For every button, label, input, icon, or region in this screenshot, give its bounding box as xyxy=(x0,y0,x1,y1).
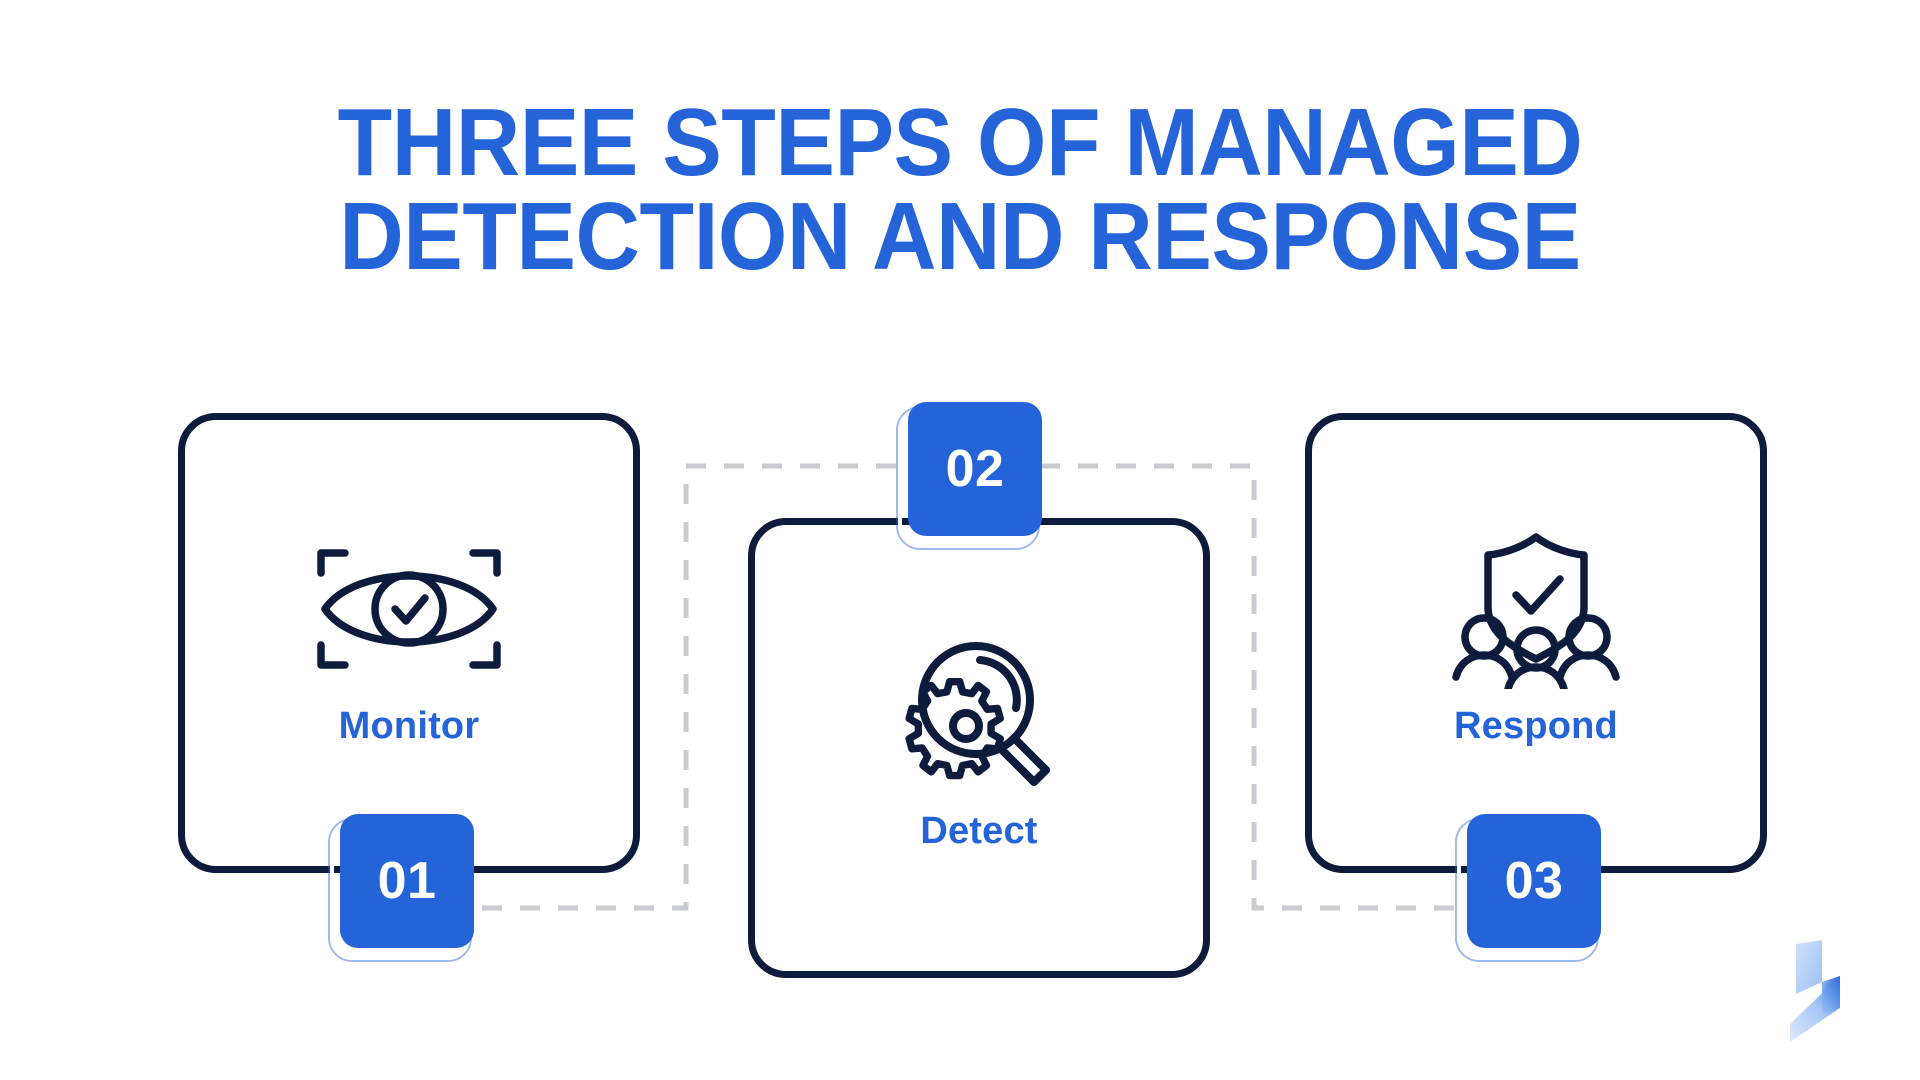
shield-check-people-icon xyxy=(1436,532,1636,689)
step-card-detect[interactable]: Detect xyxy=(748,518,1210,978)
badge-number-02: 02 xyxy=(908,402,1042,536)
badge-number-01: 01 xyxy=(340,814,474,948)
eye-scan-check-icon xyxy=(309,539,509,679)
step-badge-02[interactable]: 02 xyxy=(898,402,1042,548)
step-card-respond[interactable]: Respond xyxy=(1305,413,1767,873)
page-title: THREE STEPS OF MANAGED DETECTION AND RES… xyxy=(337,89,1583,291)
magnifier-gear-icon xyxy=(879,641,1079,786)
step-card-monitor[interactable]: Monitor xyxy=(178,413,640,873)
badge-number-03: 03 xyxy=(1467,814,1601,948)
step-label-monitor: Monitor xyxy=(338,704,480,747)
step-label-detect: Detect xyxy=(920,809,1038,852)
step-badge-03[interactable]: 03 xyxy=(1457,814,1601,960)
brand-logo-mark xyxy=(1790,940,1840,1042)
step-label-respond: Respond xyxy=(1454,704,1618,747)
step-badge-01[interactable]: 01 xyxy=(330,814,474,960)
